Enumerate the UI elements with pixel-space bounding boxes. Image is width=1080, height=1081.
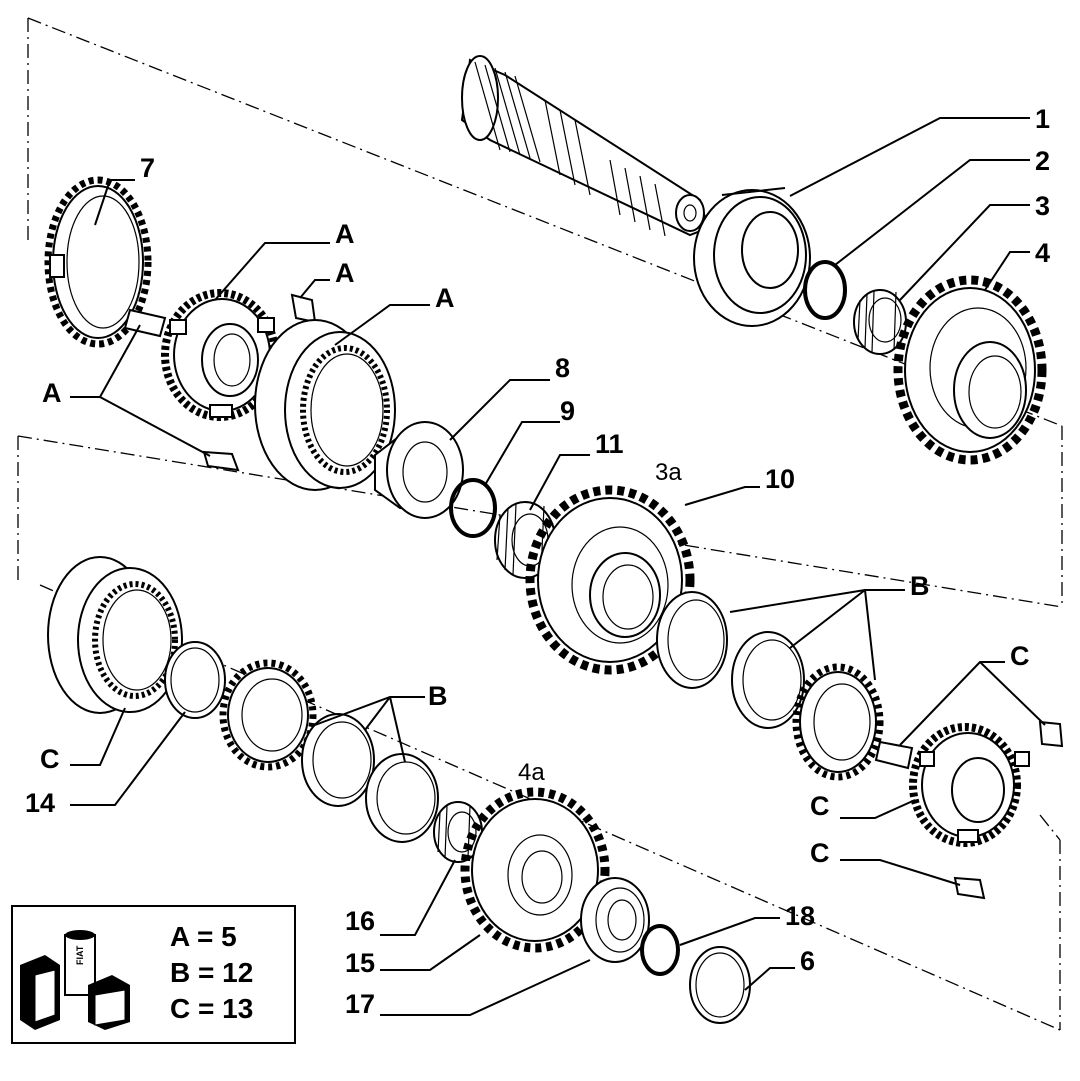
part-b-synchro-ring-lower-2 <box>365 753 439 843</box>
callout-b-upper: B <box>910 571 930 601</box>
callout-11: 11 <box>595 429 624 459</box>
part-c-synchro-hub <box>909 723 1030 847</box>
callout-a-block: A <box>42 378 62 408</box>
part-8-bushing <box>374 421 464 519</box>
callout-2: 2 <box>1035 146 1050 176</box>
callout-14: 14 <box>25 788 55 818</box>
legend-row-a: A = 5 <box>170 921 237 952</box>
kit-legend-box: FIAT A = 5 B = 12 C = 13 <box>11 905 296 1044</box>
callout-a-hub: A <box>335 219 355 249</box>
part-c-synchro-sleeve <box>47 556 183 714</box>
kit-brand-label: FIAT <box>75 945 85 965</box>
callout-7: 7 <box>140 153 155 183</box>
callout-c-clip: C <box>810 838 830 868</box>
part-b-synchro-ring-2 <box>731 631 805 729</box>
part-17-bearing <box>580 877 650 963</box>
part-a-synchro-sleeve <box>254 319 396 491</box>
part-b-synchro-cone <box>792 663 884 781</box>
legend-row-b: B = 12 <box>170 957 253 988</box>
callout-a-sleeve: A <box>435 283 455 313</box>
part-6-shim-ring <box>689 946 751 1024</box>
callout-17: 17 <box>345 989 375 1019</box>
callout-6: 6 <box>800 946 815 976</box>
part-b-synchro-ring-lower-1 <box>301 713 375 807</box>
callout-9: 9 <box>560 396 575 426</box>
callout-c-sleeve: C <box>40 744 60 774</box>
kit-icon: FIAT <box>20 930 130 1030</box>
callout-c-upper: C <box>1010 641 1030 671</box>
part-4-gear <box>893 275 1047 465</box>
part-7-synchro-ring <box>44 176 152 348</box>
callout-labels: 1 2 3 4 7 A A A A 8 9 11 3a 10 B C C 14 … <box>25 104 1050 1019</box>
part-18-circlip <box>640 924 680 976</box>
part-15-gear <box>460 787 610 953</box>
part-c-spring-clip-bottom <box>953 876 986 900</box>
part-c-spring-clip-top <box>1038 720 1064 748</box>
part-2-circlip <box>803 260 847 320</box>
callout-b-lower: B <box>428 681 448 711</box>
part-c-sliding-block <box>874 740 914 770</box>
callout-10: 10 <box>765 464 795 494</box>
part-10-gear <box>525 485 695 675</box>
part-14-shim-ring <box>164 641 226 719</box>
callout-8: 8 <box>555 353 570 383</box>
part-a-spring-clip-bottom <box>202 450 240 472</box>
callout-4: 4 <box>1035 238 1050 268</box>
legend-row-c: C = 13 <box>170 993 253 1024</box>
part-a-sliding-block <box>123 308 167 338</box>
callout-3: 3 <box>1035 191 1050 221</box>
callout-16: 16 <box>345 906 375 936</box>
main-shaft <box>460 55 710 237</box>
callout-18: 18 <box>785 901 815 931</box>
callout-1: 1 <box>1035 104 1050 134</box>
part-b-synchro-cone-lower <box>219 659 317 771</box>
callout-a-clip: A <box>335 258 355 288</box>
gear-label-4a: 4a <box>518 759 545 786</box>
part-a-spring-clip-top <box>290 293 317 324</box>
part-1-bearing <box>693 187 811 327</box>
callout-15: 15 <box>345 948 375 978</box>
part-b-synchro-ring-1 <box>656 591 728 689</box>
gear-label-3a: 3a <box>655 459 682 486</box>
callout-c-hub: C <box>810 791 830 821</box>
part-9-circlip <box>449 478 497 538</box>
leader-lines <box>70 117 1046 1016</box>
part-a-synchro-hub <box>161 289 279 421</box>
